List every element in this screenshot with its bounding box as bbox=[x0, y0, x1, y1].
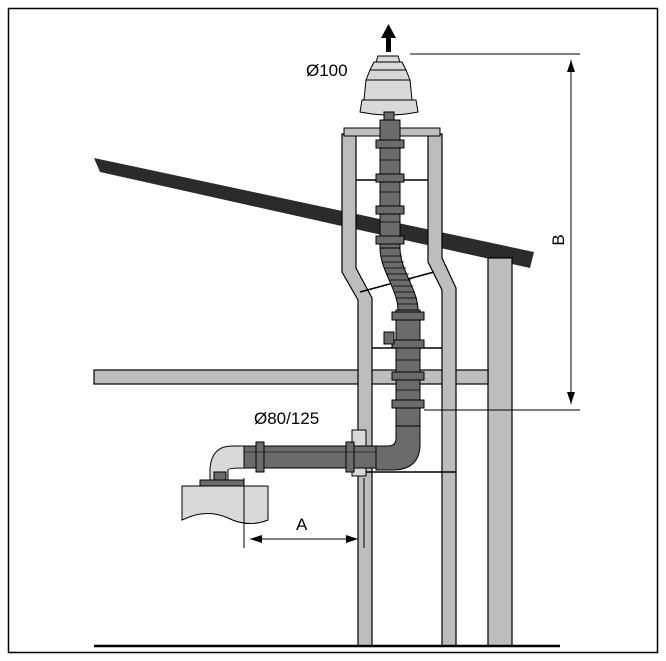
top-diameter-label: Ø100 bbox=[306, 61, 348, 80]
dimension-a bbox=[243, 478, 365, 548]
roof bbox=[94, 158, 534, 268]
flex-ribs bbox=[381, 255, 418, 305]
appliance bbox=[181, 485, 269, 524]
ceiling-slab bbox=[93, 369, 489, 385]
appliance-elbow bbox=[199, 445, 245, 487]
flue-pipe-vertical-lower bbox=[391, 309, 425, 427]
pipe-diameter-label: Ø80/125 bbox=[254, 409, 319, 428]
flue-pipe-vertical-upper bbox=[375, 119, 405, 249]
up-arrow-icon bbox=[381, 24, 396, 52]
dimension-b-label: B bbox=[549, 234, 568, 245]
chimney-right-wall bbox=[427, 133, 457, 647]
horizontal-pipe bbox=[243, 441, 377, 473]
elbow-90 bbox=[375, 425, 421, 471]
dimension-a-label: A bbox=[296, 515, 308, 534]
flexible-pipe-section bbox=[379, 247, 419, 311]
dimension-b bbox=[410, 53, 580, 411]
chimney-left-wall bbox=[341, 133, 373, 647]
support-wall bbox=[487, 257, 513, 647]
diagram-border bbox=[7, 7, 659, 654]
chimney-cap bbox=[359, 55, 419, 123]
inspection-port bbox=[383, 331, 395, 345]
